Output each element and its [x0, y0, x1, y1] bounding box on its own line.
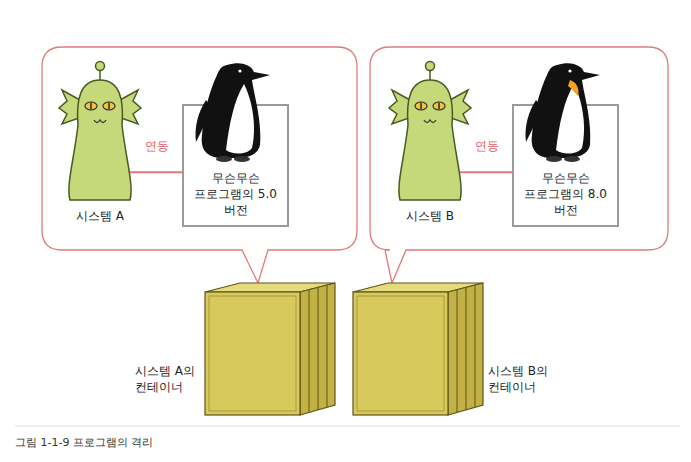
link-label: 연동: [473, 139, 501, 153]
figure-caption: 그림 1-1-9 프로그램의 격리: [15, 436, 153, 450]
link-label: 연동: [143, 139, 171, 153]
caption-rule: [15, 426, 680, 427]
program-label: 무슨무슨 프로그램의 8.0 버전: [519, 170, 612, 218]
program-box: 무슨무슨 프로그램의 5.0 버전: [183, 105, 288, 226]
penguin-figure: [195, 63, 270, 162]
penguin-figure: [525, 63, 600, 162]
link-line: [130, 171, 183, 173]
container-crate: [205, 283, 335, 415]
alien-figure: [389, 62, 471, 201]
container-label: 시스템 A의 컨테이너: [135, 363, 199, 395]
container-node: 시스템 A의 컨테이너: [205, 283, 335, 415]
container-crate: [353, 283, 483, 415]
system-figure: 시스템 A: [70, 62, 130, 224]
system-label: 시스템 B: [400, 208, 460, 224]
program-box: 무슨무슨 프로그램의 8.0 버전: [513, 105, 618, 226]
system-figure: 시스템 B: [400, 62, 460, 224]
system-label: 시스템 A: [70, 208, 130, 224]
link-line: [460, 171, 513, 173]
penguin-neck-patch: [568, 80, 579, 96]
alien-figure: [59, 62, 141, 201]
program-label: 무슨무슨 프로그램의 5.0 버전: [189, 170, 282, 218]
container-node: 시스템 B의 컨테이너: [353, 283, 483, 415]
speech-bubble: [42, 47, 357, 283]
container-label: 시스템 B의 컨테이너: [488, 363, 552, 395]
speech-bubble: [370, 47, 668, 283]
